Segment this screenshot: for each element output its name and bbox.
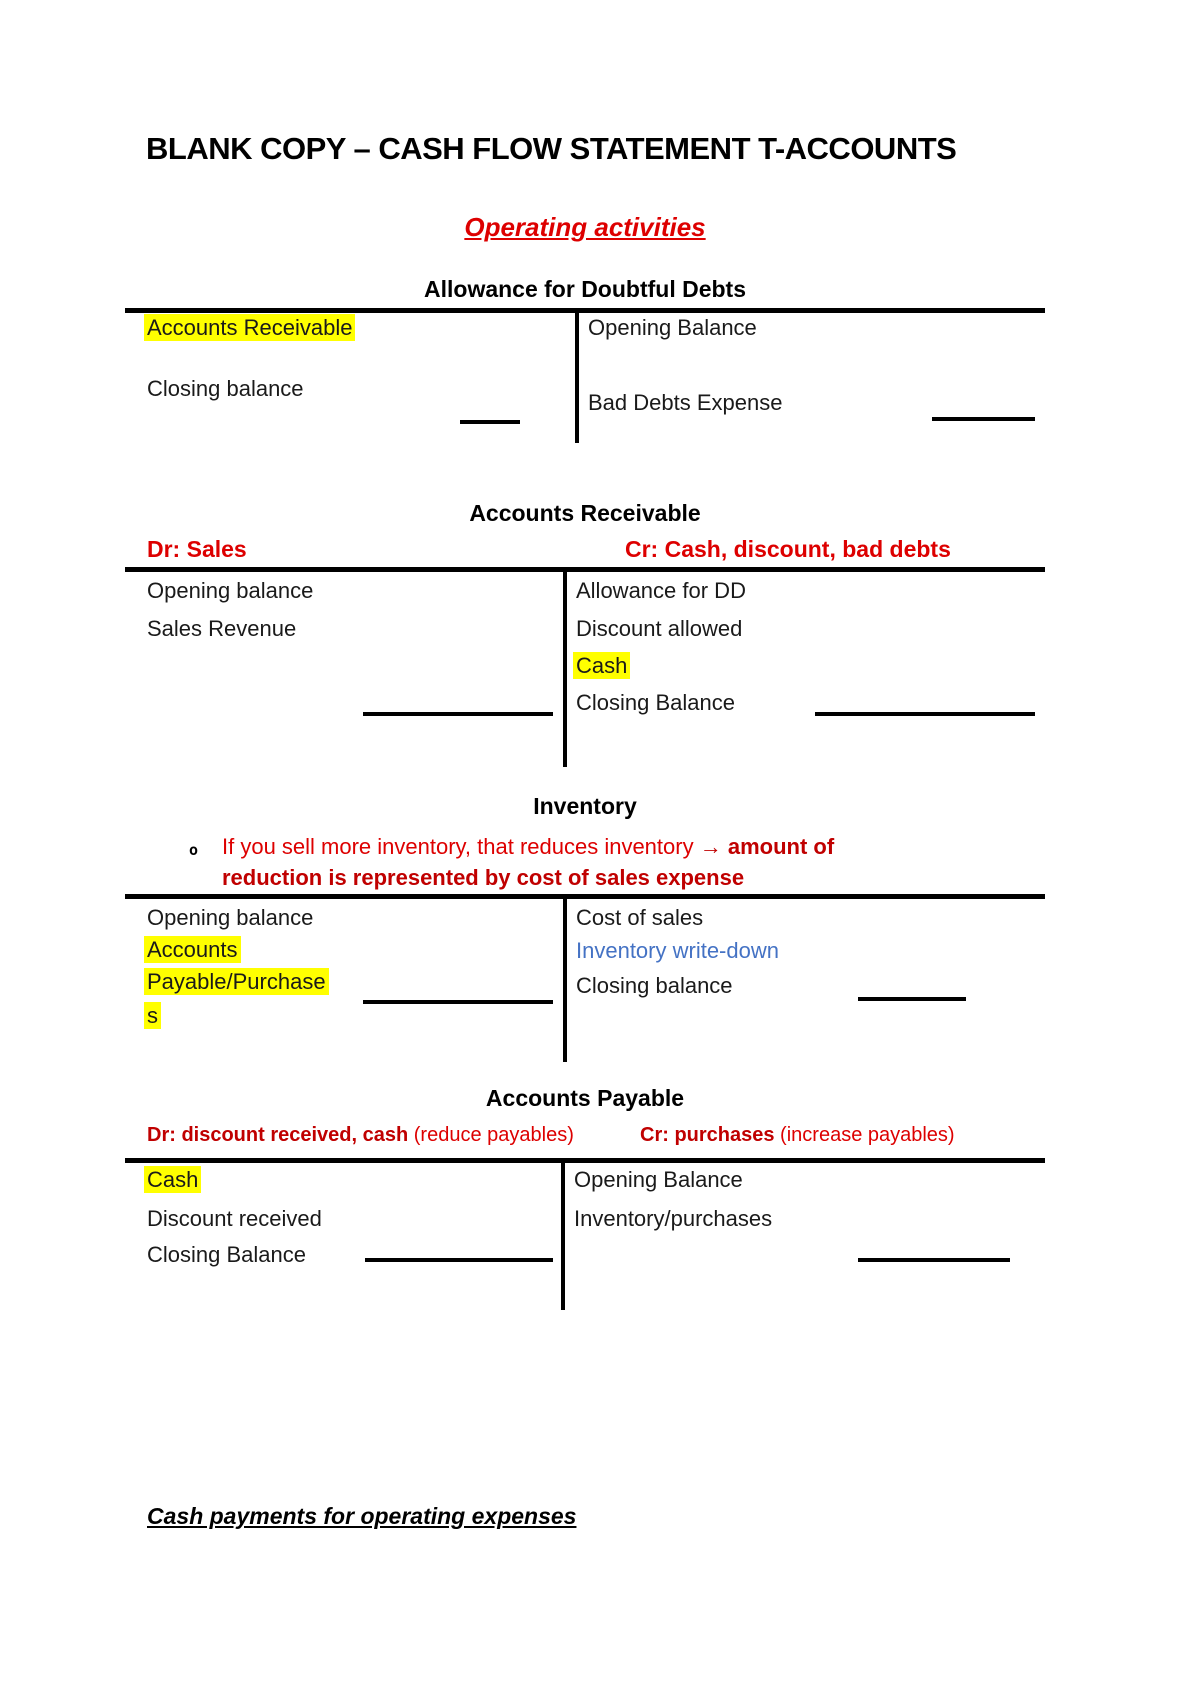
t3-debit-blank-line — [363, 1000, 553, 1004]
section-heading-operating-activities: Operating activities — [464, 212, 706, 242]
t2-cr-note: Cr: Cash, discount, bad debts — [625, 536, 951, 562]
t3-credit-row-closing-balance: Closing balance — [576, 973, 733, 998]
t3-credit-row-cost-of-sales: Cost of sales — [576, 905, 704, 930]
t2-credit-row-cash: Cash — [573, 652, 631, 679]
t1-credit-row-opening-balance: Opening Balance — [588, 315, 757, 340]
highlight-cash-payable: Cash — [144, 1166, 202, 1193]
t2-dr-note: Dr: Sales — [147, 536, 247, 562]
t3-center-divider — [563, 894, 567, 1062]
bullet-text-bold-arrow: → amount of — [699, 834, 835, 859]
t2-credit-row-closing-balance: Closing Balance — [576, 690, 735, 715]
t2-center-divider — [563, 567, 567, 767]
t3-bullet-line-1: If you sell more inventory, that reduces… — [222, 834, 834, 860]
t3-debit-row-opening-balance: Opening balance — [147, 905, 314, 930]
t2-debit-blank-line — [363, 712, 553, 716]
highlight-cash: Cash — [573, 652, 631, 679]
highlight-s: s — [144, 1002, 161, 1029]
t4-heading-accounts-payable: Accounts Payable — [485, 1085, 685, 1111]
t4-dr-note: Dr: discount received, cash (reduce paya… — [147, 1124, 574, 1147]
t2-top-border — [125, 567, 1045, 572]
t4-cr-note-bold: Cr: purchases — [640, 1124, 775, 1146]
t4-debit-row-closing-balance: Closing Balance — [147, 1242, 306, 1267]
t2-heading-accounts-receivable: Accounts Receivable — [469, 500, 701, 526]
t1-center-divider — [575, 308, 579, 443]
bullet-marker: o — [189, 841, 199, 859]
t4-debit-row-discount-received: Discount received — [147, 1206, 322, 1231]
highlight-accounts-receivable: Accounts Receivable — [144, 314, 356, 341]
t3-top-border — [125, 894, 1045, 899]
t3-heading-inventory: Inventory — [533, 793, 637, 819]
t3-debit-row-s: s — [144, 1002, 161, 1029]
t3-credit-row-inventory-write-down: Inventory write-down — [576, 938, 779, 963]
t4-credit-row-opening-balance: Opening Balance — [574, 1167, 743, 1192]
t2-credit-blank-line — [815, 712, 1035, 716]
t1-top-border — [125, 308, 1045, 313]
document-title: BLANK COPY – CASH FLOW STATEMENT T-ACCOU… — [146, 131, 957, 166]
t2-debit-row-opening-balance: Opening balance — [147, 578, 314, 603]
t2-credit-row-discount-allowed: Discount allowed — [576, 616, 743, 641]
t2-debit-row-sales-revenue: Sales Revenue — [147, 616, 297, 641]
t1-credit-row-bad-debts-expense: Bad Debts Expense — [588, 390, 783, 415]
t2-credit-row-allowance-for-dd: Allowance for DD — [576, 578, 746, 603]
t4-dr-note-regular: (reduce payables) — [408, 1124, 574, 1146]
t3-debit-row-payable-purchase: Payable/Purchase — [144, 968, 329, 995]
t3-bullet-line-2: reduction is represented by cost of sale… — [222, 865, 745, 890]
highlight-accounts: Accounts — [144, 936, 241, 963]
footer-heading-cash-payments: Cash payments for operating expenses — [147, 1503, 577, 1529]
t4-dr-note-bold: Dr: discount received, cash — [147, 1124, 409, 1146]
t1-debit-row-accounts-receivable: Accounts Receivable — [144, 314, 356, 341]
t4-cr-note: Cr: purchases (increase payables) — [640, 1124, 955, 1147]
t3-debit-row-accounts: Accounts — [144, 936, 241, 963]
t4-top-border — [125, 1158, 1045, 1163]
t4-debit-row-cash: Cash — [144, 1166, 202, 1193]
t4-credit-row-inventory-purchases: Inventory/purchases — [574, 1206, 773, 1231]
t3-credit-blank-line — [858, 997, 966, 1001]
t4-center-divider — [561, 1158, 565, 1310]
t1-debit-row-closing-balance: Closing balance — [147, 376, 304, 401]
t1-heading-allowance-for-doubtful-debts: Allowance for Doubtful Debts — [424, 276, 746, 302]
bullet-text-regular: If you sell more inventory, that reduces… — [222, 834, 700, 859]
t1-credit-blank-line — [932, 417, 1035, 421]
highlight-payable-purchase: Payable/Purchase — [144, 968, 329, 995]
t1-debit-blank-line — [460, 420, 520, 424]
t4-debit-blank-line — [365, 1258, 553, 1262]
t4-credit-blank-line — [858, 1258, 1010, 1262]
t4-cr-note-regular: (increase payables) — [774, 1124, 955, 1146]
